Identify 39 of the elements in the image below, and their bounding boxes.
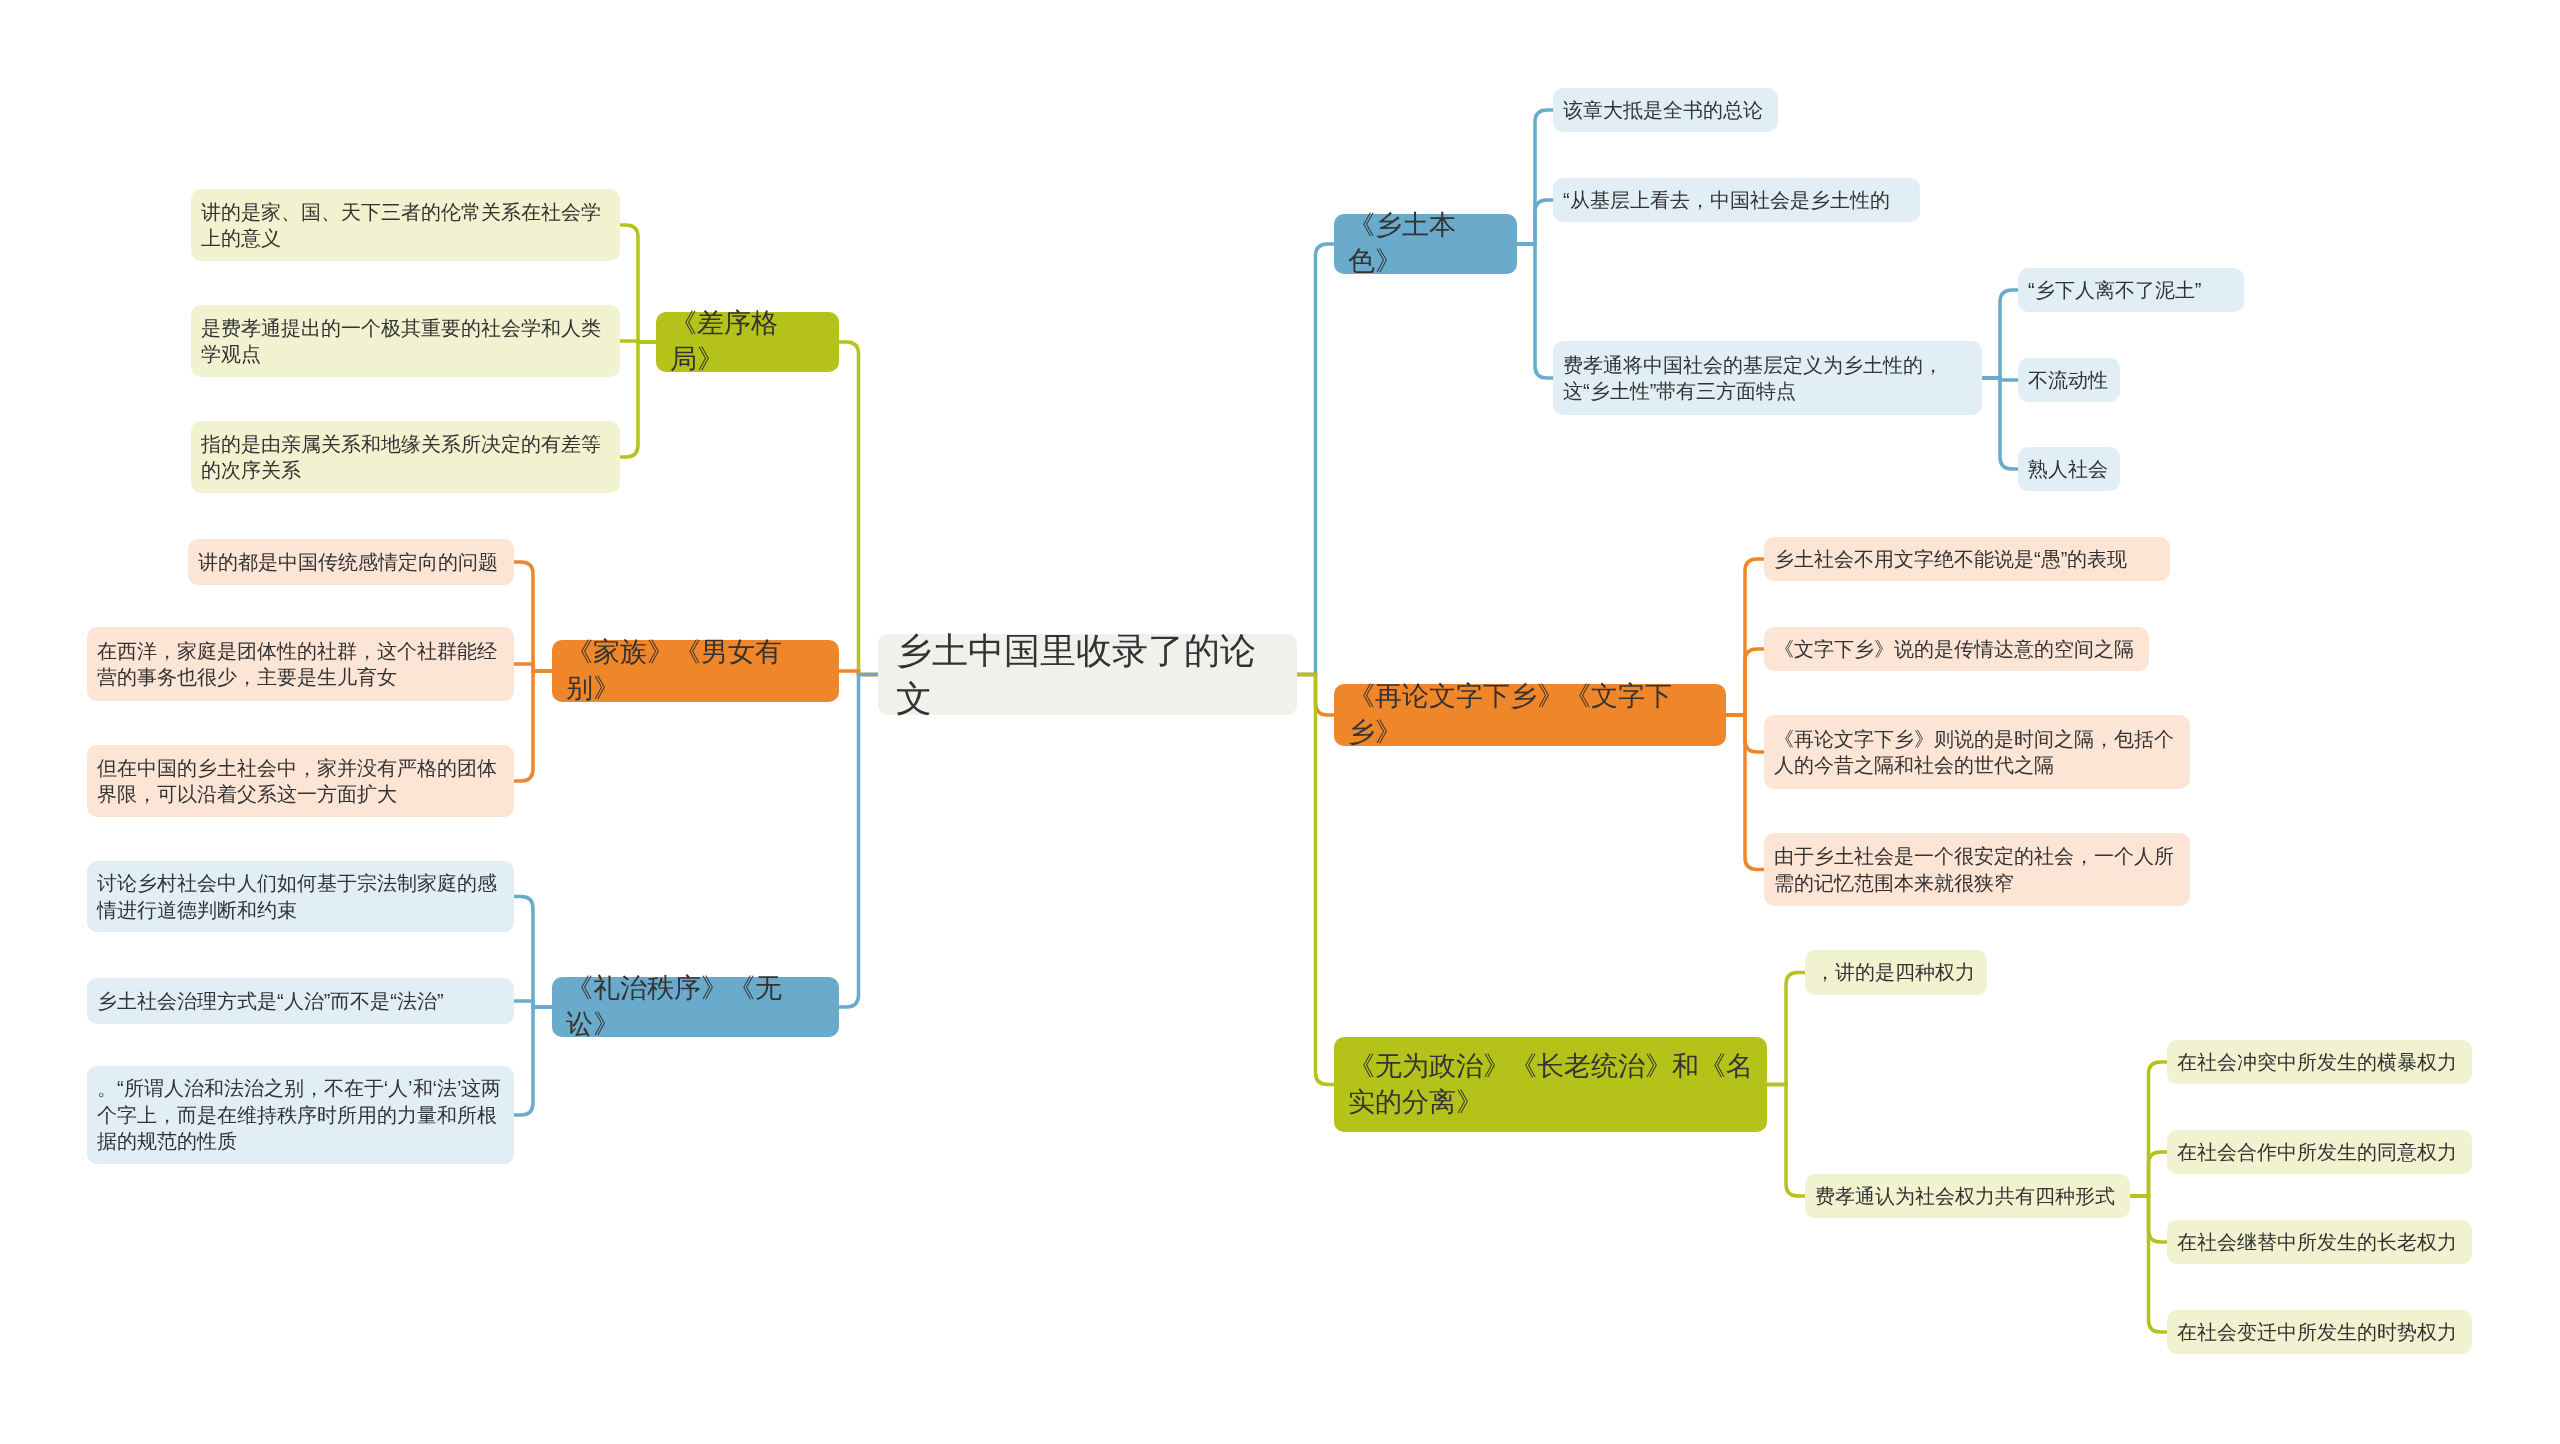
connector-line	[1982, 376, 2018, 471]
subtopic-box: 《再论文字下乡》则说的是时间之隔，包括个人的今昔之隔和社会的世代之隔	[1764, 715, 2190, 789]
connector-line	[1767, 1082, 1805, 1198]
subtopic-box: 讨论乡村社会中人们如何基于宗法制家庭的感情进行道德判断和约束	[87, 861, 514, 932]
branch-topic-box: 《再论文字下乡》《文字下乡》	[1334, 684, 1726, 746]
subtopic-box: 在社会变迁中所发生的时势权力	[2167, 1310, 2472, 1354]
subtopic-box: 由于乡土社会是一个很安定的社会，一个人所需的记忆范围本来就很狭窄	[1764, 833, 2190, 906]
subtopic-box: 但在中国的乡土社会中，家并没有严格的团体界限，可以沿着父系这一方面扩大	[87, 745, 514, 817]
connector-line	[620, 340, 656, 459]
connector-line	[839, 672, 878, 1009]
subtopic-box: 在社会合作中所发生的同意权力	[2167, 1130, 2472, 1174]
subtopic-box: ，讲的是四种权力	[1805, 950, 1987, 995]
subtopic-box: 在社会冲突中所发生的横暴权力	[2167, 1040, 2472, 1084]
connector-line	[1726, 713, 1764, 872]
subtopic-box: 乡土社会治理方式是“人治”而不是“法治”	[87, 978, 514, 1024]
branch-topic-box: 《无为政治》《长老统治》和《名实的分离》	[1334, 1037, 1767, 1132]
subtopic-box: 讲的是家、国、天下三者的伦常关系在社会学上的意义	[191, 189, 620, 261]
subtopic-box: 指的是由亲属关系和地缘关系所决定的有差等的次序关系	[191, 421, 620, 493]
connector-line	[514, 1005, 552, 1117]
subtopic-box: 在西洋，家庭是团体性的社群，这个社群能经营的事务也很少，主要是生儿育女	[87, 627, 514, 701]
connector-line	[2130, 1194, 2167, 1334]
subtopic-box: 是费孝通提出的一个极其重要的社会学和人类学观点	[191, 305, 620, 377]
subtopic-box: 该章大抵是全书的总论	[1553, 88, 1778, 132]
connector-line	[1297, 672, 1334, 1087]
subtopic-box: “乡下人离不了泥土”	[2018, 268, 2244, 312]
subtopic-box: 熟人社会	[2018, 447, 2120, 491]
subtopic-box: 费孝通认为社会权力共有四种形式	[1805, 1174, 2130, 1218]
branch-topic-box: 《家族》《男女有别》	[552, 640, 839, 702]
connector-line	[514, 669, 552, 783]
subtopic-box: 在社会继替中所发生的长老权力	[2167, 1220, 2472, 1264]
root-topic-box: 乡土中国里收录了的论文	[878, 634, 1297, 715]
connector-line	[1517, 242, 1553, 380]
subtopic-box: 不流动性	[2018, 358, 2120, 402]
subtopic-box: 费孝通将中国社会的基层定义为乡土性的，这“乡土性”带有三方面特点	[1553, 341, 1982, 415]
subtopic-box: “从基层上看去，中国社会是乡土性的	[1553, 178, 1920, 222]
subtopic-box: 乡土社会不用文字绝不能说是“愚”的表现	[1764, 537, 2170, 581]
subtopic-box: 讲的都是中国传统感情定向的问题	[188, 539, 514, 585]
subtopic-box: 《文字下乡》说的是传情达意的空间之隔	[1764, 627, 2149, 671]
subtopic-box: 。“所谓人治和法治之别，不在于‘人’和‘法’这两个字上，而是在维持秩序时所用的力量和所根据的规范的性质	[87, 1066, 514, 1164]
